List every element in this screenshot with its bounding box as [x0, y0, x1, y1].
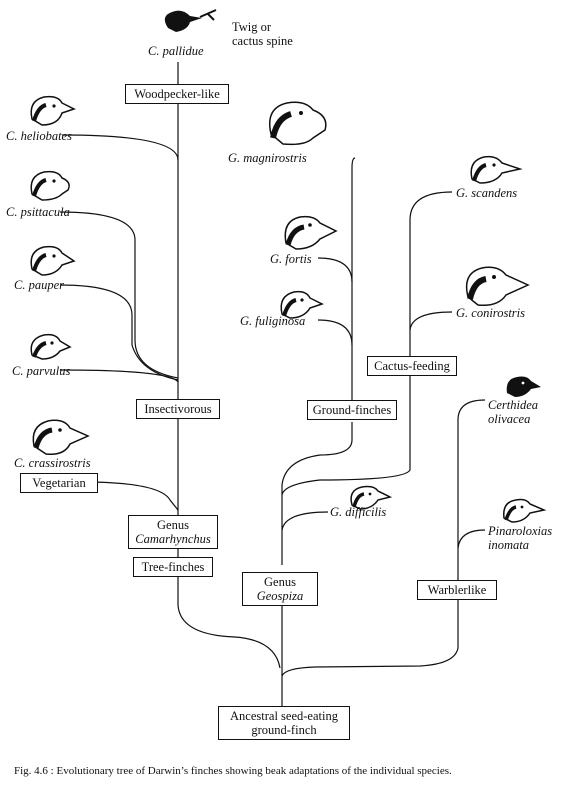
genus-camarhynchus-line-1: Genus [157, 518, 189, 532]
group-ground-finches: Ground-finches [307, 400, 397, 420]
finch-head-certhidea [506, 376, 541, 397]
finch-head-crassirostris [32, 419, 90, 456]
species-g-fortis: G. fortis [270, 252, 312, 266]
ancestral-line-2: ground-finch [251, 723, 317, 737]
genus-geospiza-line-1: Genus [264, 575, 296, 589]
tree-branches [59, 62, 486, 706]
species-pinaroloxias-line-1: Pinaroloxias [488, 524, 553, 538]
branch-vegetarian [81, 481, 179, 511]
finch-head-psittacula [30, 170, 70, 201]
group-warblerlike: Warblerlike [417, 580, 497, 600]
species-g-magnirostris: G. magnirostris [228, 151, 307, 165]
group-vegetarian: Vegetarian [20, 473, 98, 493]
species-c-psittacula: C. psittacula [6, 205, 70, 219]
tool-note: Twig or cactus spine [232, 20, 293, 48]
branch-fuliginosa [317, 319, 353, 346]
finch-head-pauper [30, 245, 76, 276]
species-pinaroloxias-inomata: Pinaroloxias inomata [488, 524, 552, 552]
branch-psittacula [59, 211, 179, 379]
group-cactus-feeding: Cactus-feeding [367, 356, 457, 376]
tool-note-line-1: Twig or [232, 20, 272, 34]
branch-pauper [59, 284, 179, 381]
branch-warbler-base [281, 600, 459, 677]
branch-scandens [409, 191, 453, 365]
species-c-pauper: C. pauper [14, 278, 64, 292]
branch-heliobates [61, 134, 179, 161]
group-insectivorous: Insectivorous [136, 399, 220, 419]
group-ancestral-seed-eating-ground-finch: Ancestral seed-eating ground-finch [218, 706, 350, 740]
species-c-pallidue: C. pallidue [148, 44, 204, 58]
finch-head-fortis [284, 215, 338, 250]
species-g-fuliginosa: G. fuliginosa [240, 314, 306, 328]
species-certhidea-line-1: Certhidea [488, 398, 538, 412]
branch-pinaroloxias [457, 529, 486, 549]
species-certhidea-line-2: olivacea [488, 412, 531, 426]
branch-certhidea [457, 399, 486, 580]
branch-ground-finches-stem [281, 422, 353, 565]
species-c-parvulus: C. parvulus [12, 364, 71, 378]
finch-head-pallidue [164, 9, 217, 32]
group-genus-camarhynchus: Genus Camarhynchus [128, 515, 218, 549]
tool-note-line-2: cactus spine [232, 34, 293, 48]
branch-difficilis [281, 511, 329, 531]
finch-head-magnirostris [269, 101, 327, 146]
species-certhidea-olivacea: Certhidea olivacea [488, 398, 538, 426]
branch-parvulus [59, 369, 179, 383]
finch-head-heliobates [30, 95, 76, 126]
species-g-difficilis: G. difficilis [330, 505, 387, 519]
species-c-crassirostris: C. crassirostris [14, 456, 91, 470]
finch-head-scandens [470, 155, 523, 184]
finch-head-conirostris [465, 266, 530, 307]
group-woodpecker-like: Woodpecker-like [125, 84, 229, 104]
species-c-heliobates: C. heliobates [6, 129, 72, 143]
figure-caption: Fig. 4.6 : Evolutionary tree of Darwin’s… [14, 765, 452, 777]
ancestral-line-1: Ancestral seed-eating [230, 709, 338, 723]
finch-head-fuliginosa [280, 290, 324, 319]
genus-geospiza-line-2: Geospiza [256, 589, 304, 603]
species-g-scandens: G. scandens [456, 186, 518, 200]
group-tree-finches: Tree-finches [133, 557, 213, 577]
finch-head-parvulus [30, 333, 72, 360]
finch-head-pinaroloxias [503, 498, 547, 523]
branch-fortis [317, 257, 353, 283]
species-g-conirostris: G. conirostris [456, 306, 525, 320]
genus-camarhynchus-line-2: Camarhynchus [135, 532, 211, 546]
branch-magnirostris [351, 157, 356, 400]
finch-head-difficilis [350, 485, 393, 510]
branch-tree-finches-base [177, 560, 281, 669]
branch-cactus-stem [281, 375, 411, 496]
group-genus-geospiza: Genus Geospiza [242, 572, 318, 606]
species-pinaroloxias-line-2: inomata [488, 538, 529, 552]
branch-conirostris [409, 311, 453, 331]
